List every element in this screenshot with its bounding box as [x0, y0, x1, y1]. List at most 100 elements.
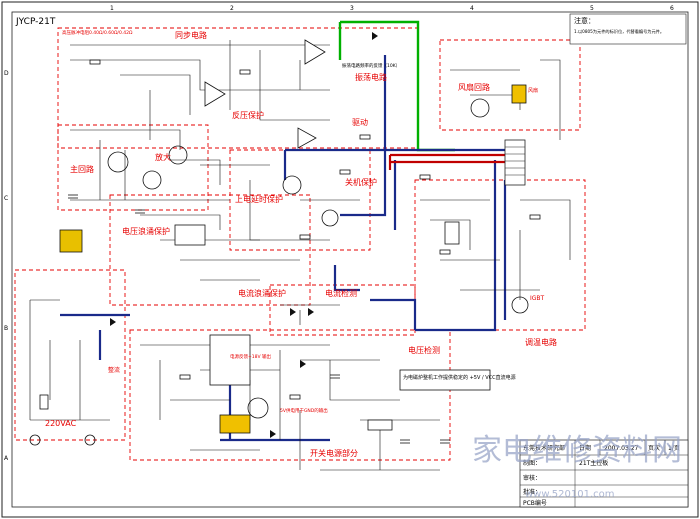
fan-note: 风扇 [528, 87, 538, 94]
label-rectify: 整流 [108, 366, 120, 374]
small-18v: 电源反馈+18V 输出 [230, 353, 272, 360]
bus-lower [333, 265, 360, 292]
note-box [569, 13, 687, 45]
regulator-7805 [367, 419, 393, 431]
switch-power-region [129, 329, 451, 461]
opamp-reverse [297, 127, 317, 149]
surge-ic [174, 224, 206, 246]
tick-left-d: D [4, 70, 9, 77]
small-5v: 5V供电用于GND的输出 [280, 407, 328, 414]
inner-frame [11, 11, 689, 508]
tick-top-4: 4 [470, 5, 474, 12]
label-temp: 调温电路 [525, 337, 557, 347]
tick-left-c: C [4, 195, 8, 202]
ac-plug-n [84, 434, 96, 446]
diodes [110, 32, 378, 438]
label-main-loop: 主回路 [70, 164, 94, 174]
igbt-label: IGBT [530, 295, 545, 302]
drawn-label: 制图： [523, 459, 541, 467]
components [59, 84, 527, 434]
label-power-on: 上电延时保护 [235, 194, 283, 204]
page-value: 1/页 [668, 445, 680, 452]
annotations: 高压脉冲电阻0.40Ω/0.60Ω/0.42Ω 振荡电路频率的反馈（10K） 为… [62, 29, 545, 414]
fan-transistor [470, 98, 490, 118]
green-highlight-path [340, 20, 455, 152]
vcc-note-box [399, 369, 491, 391]
top-border-ticks: 1 2 3 4 5 6 [110, 5, 674, 12]
vcc-note-line: 为电磁炉整机工作提供稳定的 +5V / VCC直流电源 [403, 374, 516, 381]
amp-transistor-2 [142, 170, 162, 190]
fuse [39, 394, 49, 410]
opamp-sync [304, 39, 326, 65]
date-label: 日期 [579, 444, 591, 452]
fan-connector [511, 84, 527, 104]
op-amps [204, 39, 326, 149]
regulator-ic [219, 414, 251, 434]
check-label: 审核： [523, 474, 541, 482]
label-amplify: 放大 [155, 152, 171, 162]
watermark: 家电维修资料网 www.520101.com [472, 433, 682, 500]
bus-drive [340, 55, 387, 217]
label-current-surge: 电流浪涌保护 [238, 288, 286, 298]
watermark-text: 家电维修资料网 [472, 433, 682, 468]
bus-right [415, 160, 497, 332]
tick-top-2: 2 [230, 5, 234, 12]
notes-area: 注意： 1.以0805为元件的标识位，代替看编号为元件。 [569, 13, 687, 45]
label-drive: 驱动 [352, 117, 368, 127]
passive-marks [68, 59, 541, 444]
hv-note: 高压脉冲电阻0.40Ω/0.60Ω/0.42Ω [62, 29, 133, 36]
left-border-ticks: D C B A [4, 70, 9, 462]
main-connector [504, 139, 526, 186]
label-shutdown: 关机保护 [345, 177, 377, 187]
transistors [107, 98, 529, 419]
bridge-rectifier [59, 229, 83, 253]
title-block: 东莞技术研究部 日期 2007.03.27 页次 1/页 制图： 21T主控板 … [519, 439, 689, 508]
approve-label: 批准： [523, 488, 541, 496]
amp-transistor-1 [168, 145, 188, 165]
surge-region [109, 194, 311, 306]
rectify-region [14, 269, 126, 441]
date-value: 2007.03.27 [604, 445, 639, 452]
label-current-detect: 电流检测 [325, 288, 357, 298]
ac-plug-l [29, 434, 41, 446]
sync-note: 振荡电路频率的反馈（10K） [342, 62, 400, 69]
note-text: 1.以0805为元件的标识位，代替看编号为元件。 [574, 28, 664, 35]
power-on-transistor [321, 209, 339, 227]
label-voltage-surge: 电压浪涌保护 [122, 226, 170, 236]
switch-transformer [209, 334, 251, 386]
label-switch-power: 开关电源部分 [310, 448, 358, 458]
label-ac-input: 220VAC [45, 419, 77, 428]
label-fan-loop: 风扇回路 [458, 82, 490, 92]
red-bus-lines [388, 153, 505, 170]
page-label: 页次 [648, 444, 660, 452]
label-oscillation: 振荡电路 [355, 72, 387, 82]
label-sync: 同步电路 [175, 30, 207, 40]
tick-top-6: 6 [670, 5, 674, 12]
block-labels: 同步电路 振荡电路 反压保护 驱动 关机保护 上电延时保护 电压浪涌保护 电流浪… [45, 30, 557, 458]
tick-top-1: 1 [110, 5, 114, 12]
temp-sensor-connector [444, 221, 460, 245]
watermark-url: www.520101.com [525, 489, 615, 500]
title-block-frame [519, 439, 689, 508]
tick-left-b: B [4, 325, 8, 332]
tick-top-5: 5 [590, 5, 594, 12]
tick-left-a: A [4, 455, 9, 462]
igbt-transistor-symbol [107, 151, 129, 173]
pcb-label: PCB编号 [523, 499, 547, 507]
shutdown-transistor [282, 175, 302, 195]
temp-transistor [511, 296, 529, 314]
board-name: 21T主控板 [579, 459, 608, 467]
ac-input-parts [29, 394, 96, 446]
bus-current [370, 298, 417, 330]
connector-body [504, 139, 526, 186]
main-loop-region [57, 124, 209, 211]
fan-region [439, 39, 581, 131]
tick-top-3: 3 [350, 5, 354, 12]
note-title: 注意： [574, 16, 595, 25]
temp-region [414, 179, 586, 331]
label-voltage-detect: 电压检测 [408, 345, 440, 355]
schematic-wiring [29, 40, 571, 471]
